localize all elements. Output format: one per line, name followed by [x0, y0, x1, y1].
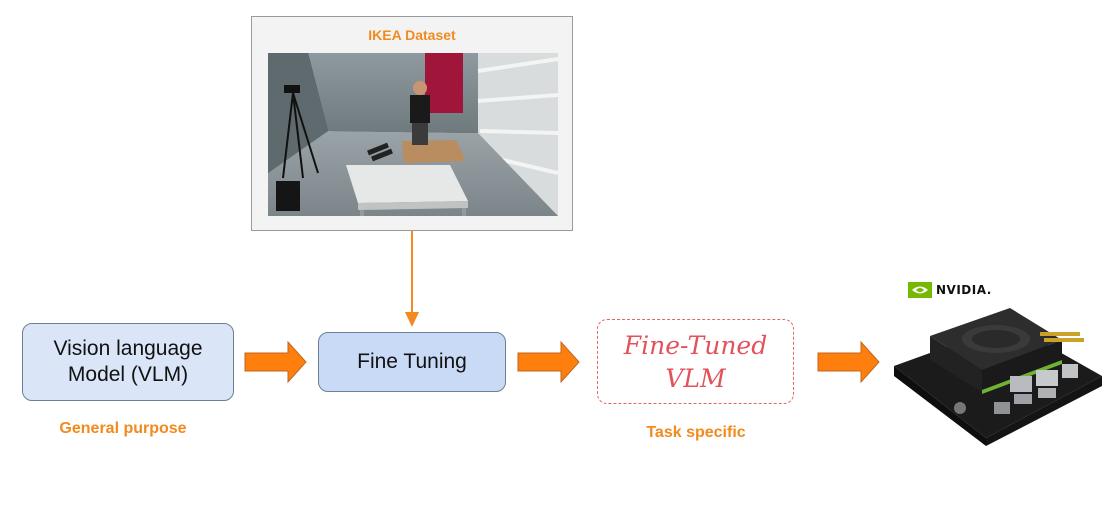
finetune-to-tuned-arrow — [517, 340, 580, 384]
fine-tuned-vlm-box: Fine-Tuned VLM — [597, 319, 794, 404]
fine-tuning-label: Fine Tuning — [357, 350, 467, 373]
vlm-line1: Vision language — [53, 337, 203, 360]
dataset-title: IKEA Dataset — [368, 27, 456, 43]
vlm-line2: Model (VLM) — [67, 363, 189, 386]
vlm-box: Vision language Model (VLM) — [22, 323, 234, 401]
jetson-board-image — [894, 308, 1102, 446]
general-purpose-caption: General purpose — [59, 420, 187, 437]
nvidia-wordmark: NVIDIA. — [936, 283, 992, 297]
vlm-to-finetune-arrow — [244, 340, 307, 384]
nvidia-eye-icon — [908, 282, 932, 298]
task-specific-caption: Task specific — [646, 424, 746, 441]
fine-tuning-box: Fine Tuning — [318, 332, 506, 392]
nvidia-logo: NVIDIA. — [908, 279, 998, 301]
tuned-line2: VLM — [665, 363, 726, 393]
dataset-panel: IKEA Dataset — [251, 16, 573, 231]
tuned-line1: Fine-Tuned — [623, 330, 768, 360]
dataset-to-finetune-arrow — [405, 231, 419, 327]
tuned-to-device-arrow — [817, 340, 880, 384]
dataset-photo — [268, 53, 558, 216]
